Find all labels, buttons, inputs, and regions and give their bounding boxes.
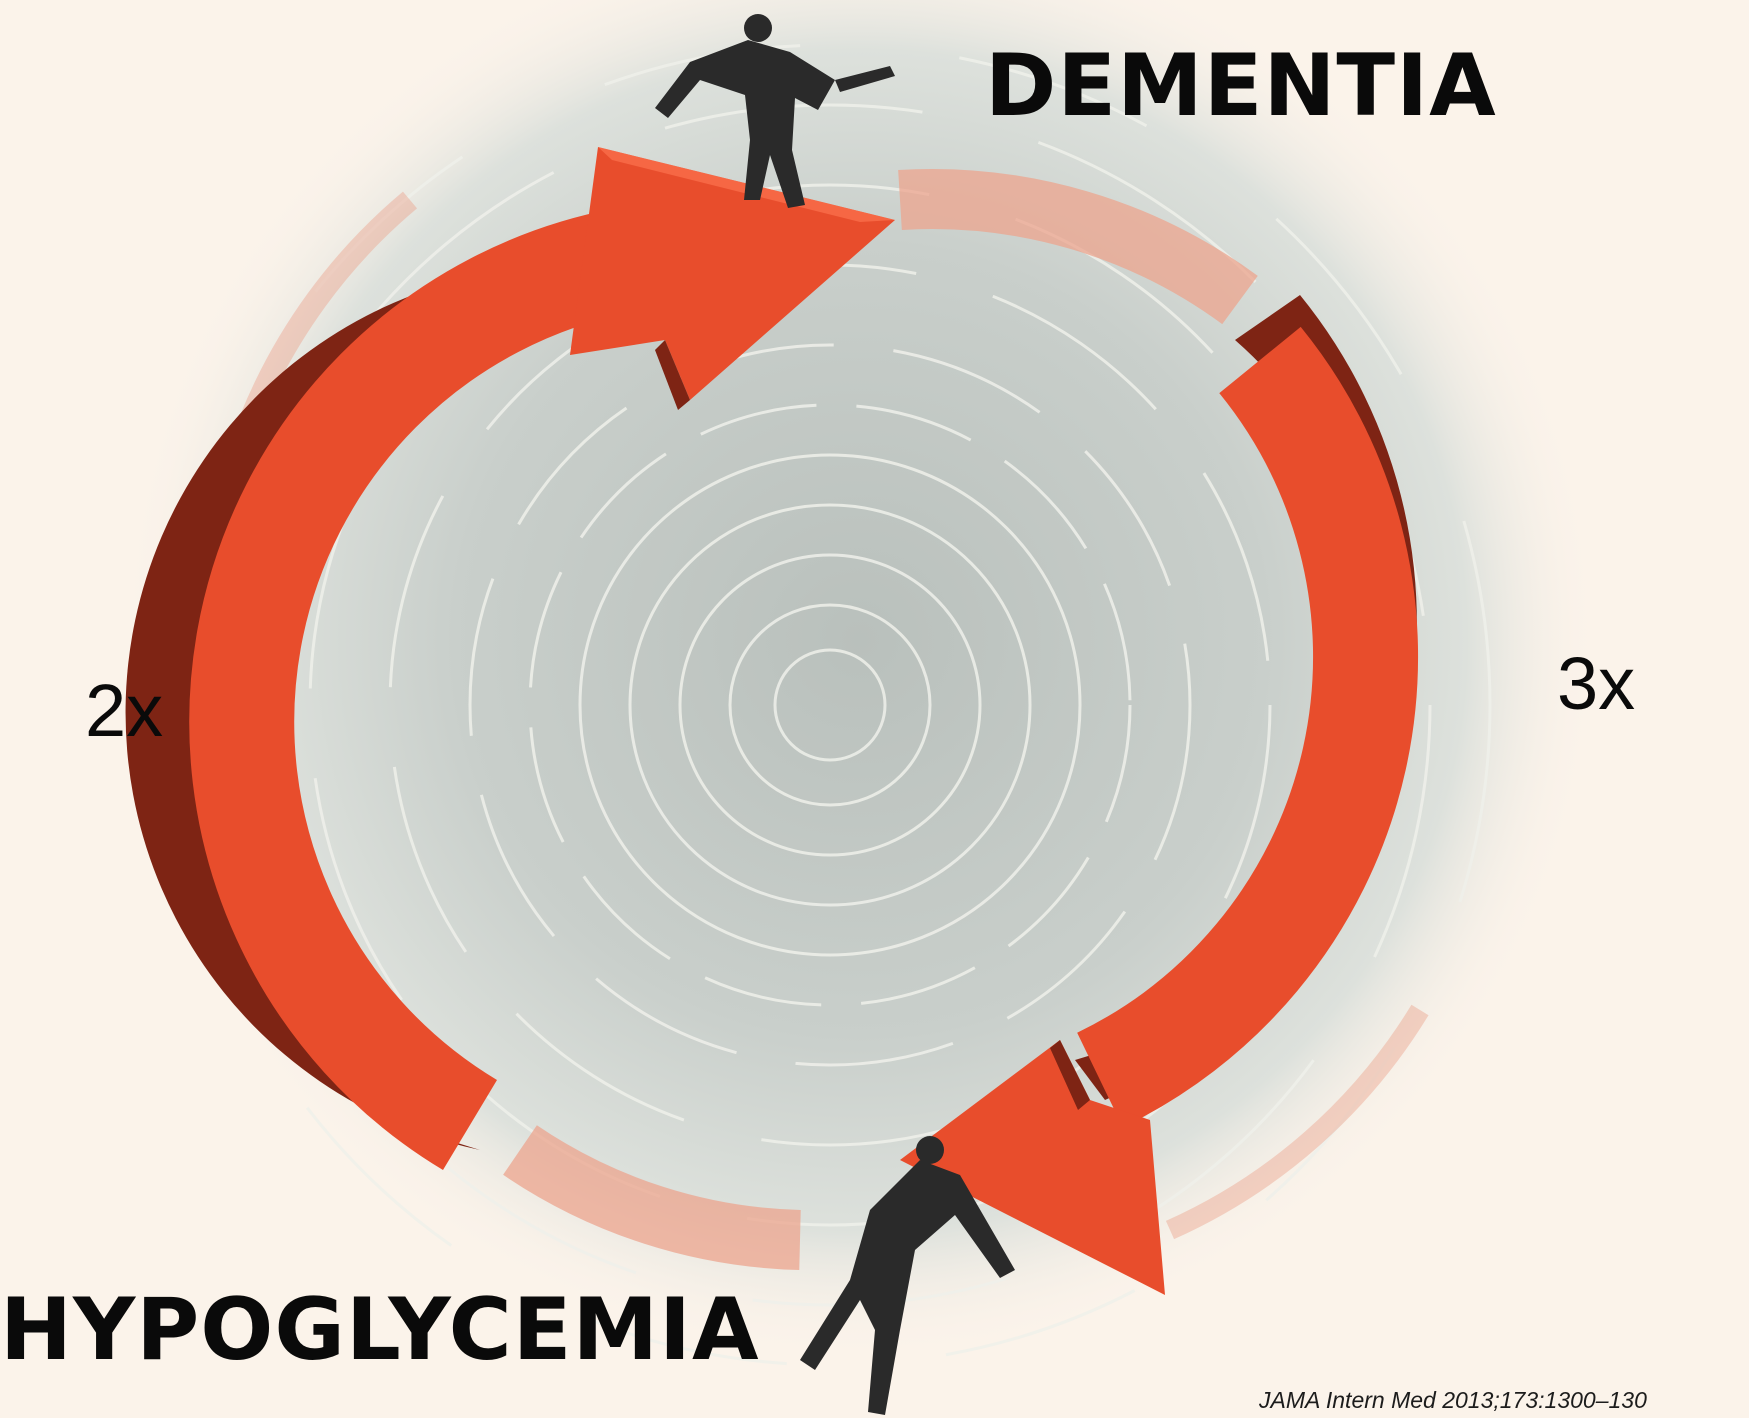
citation: JAMA Intern Med 2013;173:1300–130 [1259, 1387, 1647, 1414]
hypoglycemia-label: HYPOGLYCEMIA [0, 1280, 760, 1380]
left-risk-factor: 2x [85, 668, 163, 753]
right-risk-factor: 3x [1557, 641, 1635, 726]
dementia-label: DEMENTIA [985, 36, 1497, 136]
